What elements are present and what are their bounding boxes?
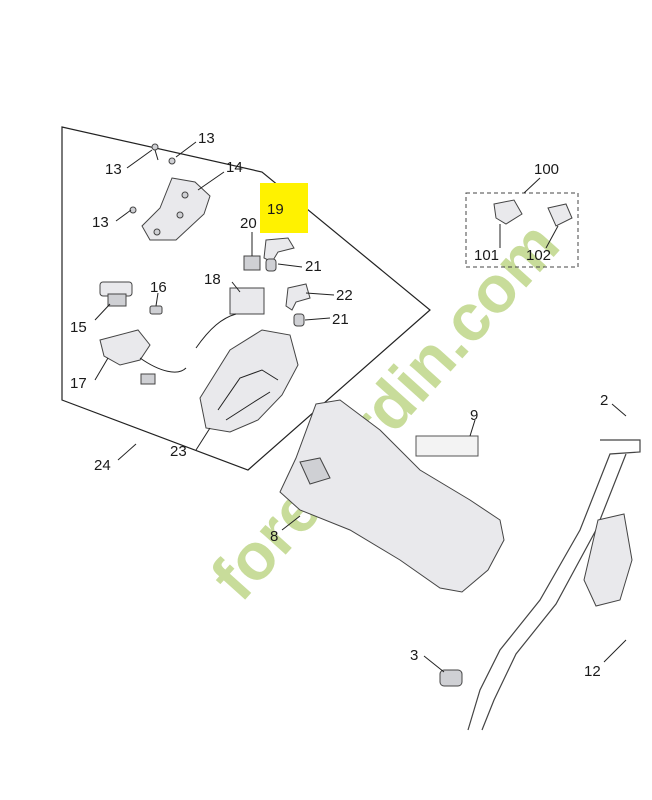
callout-24: 24 [94,457,111,474]
callout-16: 16 [150,279,167,296]
callout-23: 23 [170,443,187,460]
kit-frame-100 [465,192,579,268]
part-102 [547,203,573,227]
sticker-9 [415,435,479,457]
lever-19 [263,237,295,263]
screw-13-bottom [129,206,137,214]
highlight-19 [260,183,308,233]
callout-13: 13 [92,214,109,231]
lever-17 [99,329,151,366]
callout-100: 100 [534,161,559,178]
callout-12: 12 [584,663,601,680]
bracket-14 [141,177,211,241]
callout-2: 2 [600,392,608,409]
callout-21: 21 [332,311,349,328]
callout-18: 18 [204,271,221,288]
pin-16 [149,305,163,315]
housing-right [583,513,633,607]
handle-tube-12 [467,439,641,731]
part-101 [493,199,523,225]
callout-3: 3 [410,647,418,664]
switch-15 [99,281,133,307]
callout-13: 13 [105,161,122,178]
spring-21-top [265,258,277,272]
callout-14: 14 [226,159,243,176]
cover-8 [279,399,505,593]
latch-20 [243,255,261,271]
spring-21-bottom [293,313,305,327]
connector-18 [229,287,265,315]
plug-17 [140,373,156,385]
callout-22: 22 [336,287,353,304]
callout-20: 20 [240,215,257,232]
callout-21: 21 [305,258,322,275]
assembly-frame [61,126,431,471]
screw-13-middle [168,157,176,165]
housing-23 [199,329,299,433]
callout-13: 13 [198,130,215,147]
knob-3 [439,669,463,687]
callout-8: 8 [270,528,278,545]
callout-102: 102 [526,247,551,264]
screw-13-top [151,143,159,161]
callout-15: 15 [70,319,87,336]
callout-9: 9 [470,407,478,424]
callout-17: 17 [70,375,87,392]
lever-22 [285,283,311,311]
callout-19: 19 [267,201,284,218]
callout-101: 101 [474,247,499,264]
